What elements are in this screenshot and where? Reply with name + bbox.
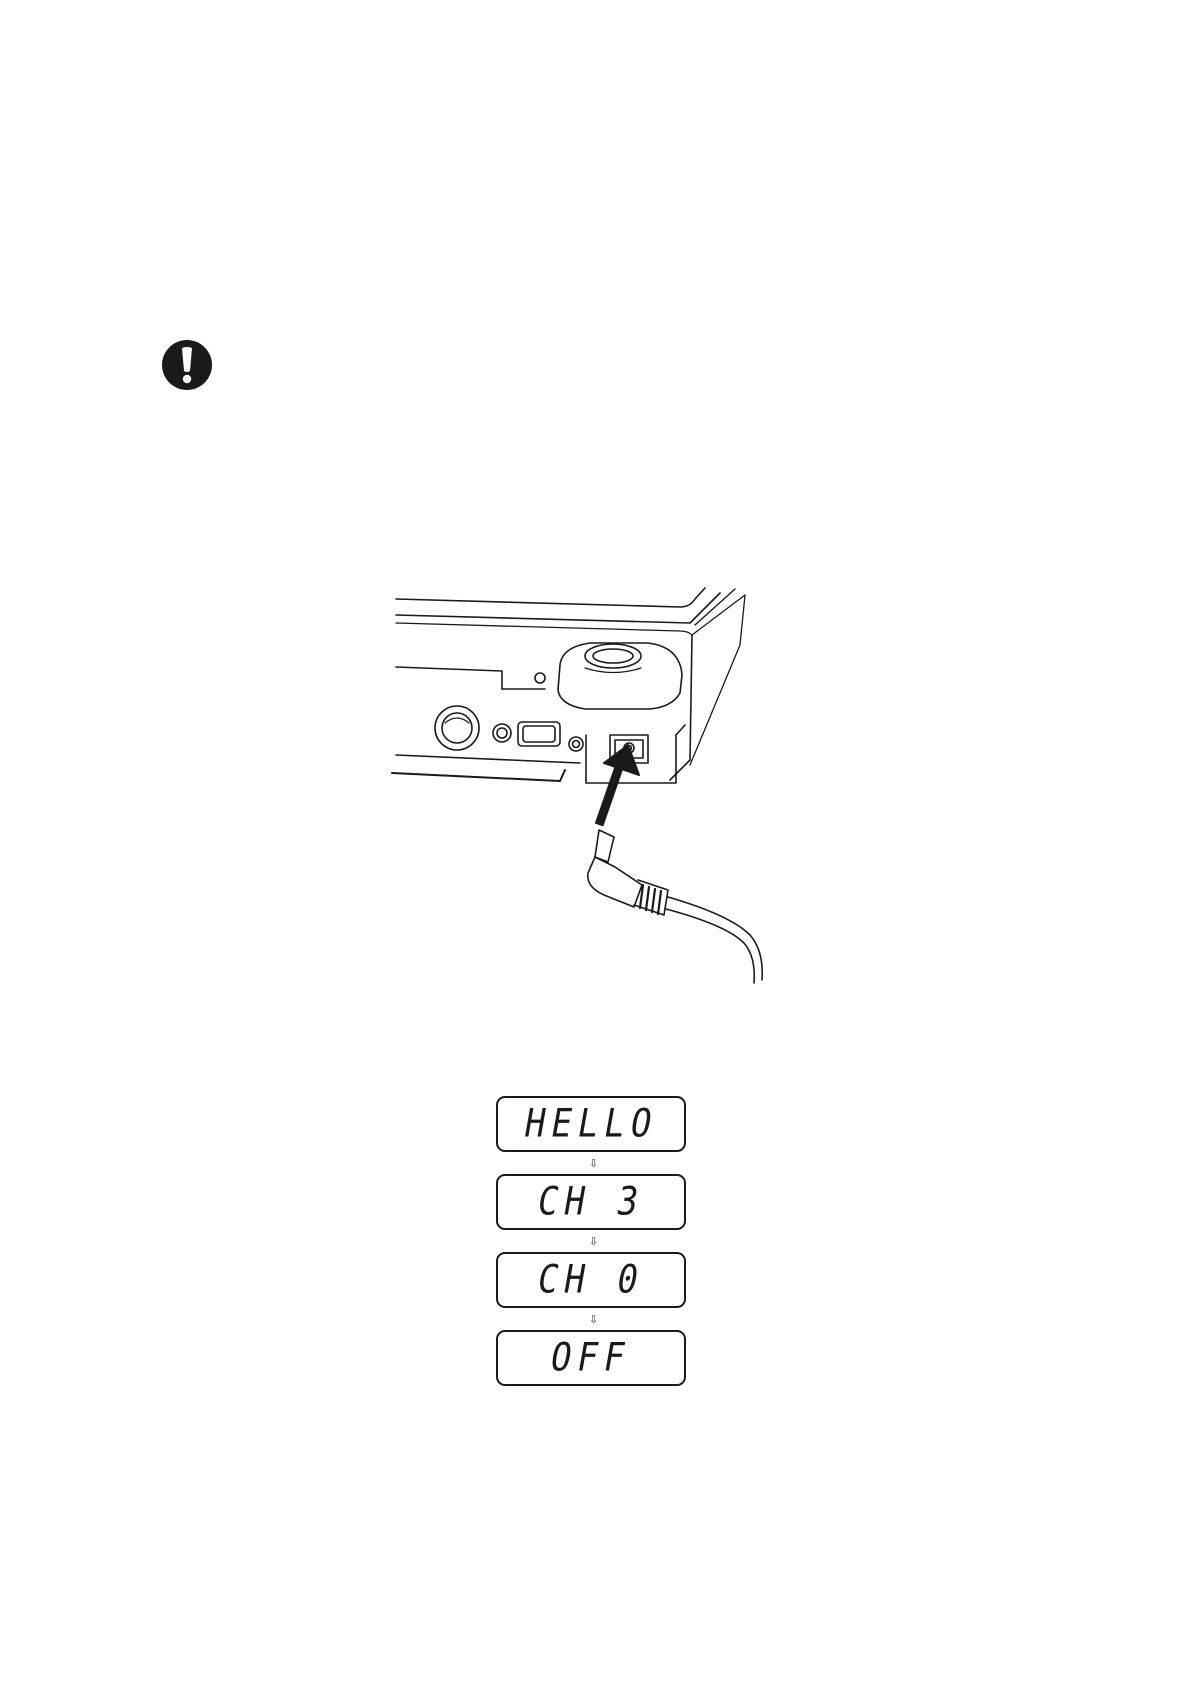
lcd-text: HELLO: [521, 1101, 661, 1147]
lcd-display-hello: HELLO: [496, 1096, 686, 1152]
lcd-display-ch3: CH 3: [496, 1174, 686, 1230]
lcd-display-off: OFF: [496, 1330, 686, 1386]
lcd-text: CH 3: [534, 1179, 648, 1225]
adapter-connection-illustration: [390, 585, 810, 1015]
down-arrow-icon: ⇩: [496, 1308, 691, 1330]
display-sequence: HELLO ⇩ CH 3 ⇩ CH 0 ⇩ OFF: [496, 1096, 691, 1386]
lcd-display-ch0: CH 0: [496, 1252, 686, 1308]
lcd-text: CH 0: [534, 1257, 648, 1303]
down-arrow-icon: ⇩: [496, 1152, 691, 1174]
down-arrow-icon: ⇩: [496, 1230, 691, 1252]
lcd-text: OFF: [547, 1335, 635, 1381]
exclamation-circle-icon: [161, 339, 213, 391]
